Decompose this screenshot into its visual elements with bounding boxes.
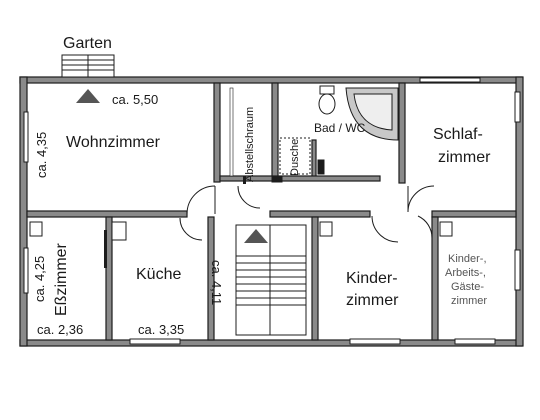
storage-shelf (229, 87, 234, 177)
door-hall (237, 185, 261, 209)
window-left-lower (23, 247, 29, 294)
wall-hall-bottom-right (431, 210, 517, 218)
guest-room-label-line4: zimmer (451, 295, 487, 307)
kitchen-width-label: ca. 3,35 (138, 322, 184, 337)
kitchen-depth-label: ca. 4,11 (209, 260, 224, 305)
storage-marker (243, 176, 246, 184)
window-left-upper (23, 111, 29, 163)
garden-steps (61, 54, 115, 78)
shower-tray (279, 137, 311, 175)
door-living (186, 185, 216, 215)
bedroom-label-line1: Schlaf- (433, 126, 483, 143)
window-right-upper (514, 91, 521, 123)
window-bottom-guest (454, 338, 496, 345)
dining-room-label: Eßzimmer (53, 242, 70, 316)
fixtures (29, 85, 453, 241)
guest-room-label-line2: Arbeits-, (445, 267, 486, 279)
fixture-kitchen-sink (111, 221, 127, 241)
dining-depth-label: ca. 4,25 (32, 256, 47, 302)
window-right-lower (514, 249, 521, 291)
door-guest (417, 215, 433, 239)
window-bottom-kitchen (129, 338, 181, 345)
living-depth-label: ca. 4,35 (34, 132, 49, 178)
dining-wall-marker (104, 230, 107, 268)
storage-label: Abstellschraum (244, 107, 256, 182)
wall-bath-bottom (219, 175, 381, 182)
fixture-shower-drain (271, 175, 283, 183)
living-room-label: Wohnzimmer (66, 134, 161, 151)
fixture-bath-radiator (317, 159, 325, 175)
wall-kids-guest (431, 216, 439, 341)
bath-label: Bad / WC (314, 121, 366, 135)
living-width-label: ca. 5,50 (112, 92, 158, 107)
fixture-dining (29, 221, 43, 237)
kitchen-label: Küche (136, 266, 181, 283)
walls (19, 76, 524, 347)
wall-kitchen-right (207, 216, 215, 341)
bathtub-inner (353, 93, 393, 131)
outer-wall-bottom (19, 339, 523, 347)
door-bedroom (407, 185, 435, 213)
garden-label: Garten (63, 35, 112, 52)
bedroom-label-line2: zimmer (438, 149, 491, 166)
window-top-bedroom (419, 77, 481, 83)
doors (179, 185, 435, 243)
staircase (235, 224, 307, 336)
guest-room-label-line1: Kinder-, (448, 253, 487, 265)
stair-up-triangle-icon (244, 229, 268, 243)
window-bottom-kids (349, 338, 401, 345)
wall-dining-kitchen (105, 216, 113, 341)
door-kitchen (179, 217, 203, 241)
windows (23, 77, 521, 345)
door-kids (371, 215, 399, 243)
wall-stairs-right (311, 216, 319, 341)
toilet-icon (318, 93, 336, 115)
wall-hall-bottom (269, 210, 371, 218)
wall-shower-bath (311, 139, 317, 179)
wall-storage-shower (271, 82, 279, 179)
shower-label: Dusche (289, 139, 301, 176)
toilet-tank (319, 85, 335, 95)
stair-box (235, 224, 307, 336)
fixture-guest (439, 221, 453, 237)
kids-room-label-line2: zimmer (346, 292, 399, 309)
guest-room-label-line3: Gäste- (451, 281, 484, 293)
wall-living-right (213, 82, 221, 183)
kids-room-label-line1: Kinder- (346, 270, 398, 287)
fixture-kids (319, 221, 333, 237)
wall-living-bottom (26, 210, 188, 218)
dining-width-label: ca. 2,36 (37, 322, 83, 337)
wall-bath-bedroom (398, 82, 406, 184)
entrance-triangle-icon (76, 89, 100, 103)
